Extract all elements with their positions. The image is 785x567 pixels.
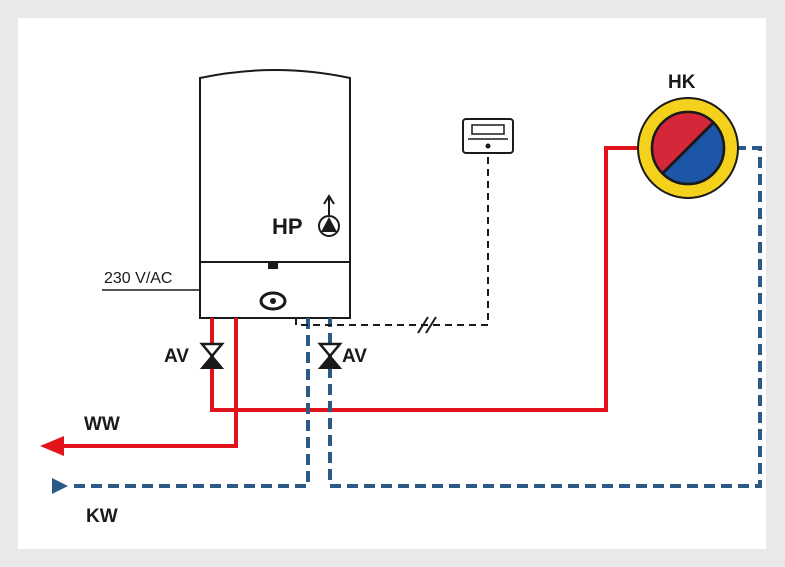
hot-water-line bbox=[62, 318, 238, 448]
valve-left-label: AV bbox=[164, 346, 189, 367]
cable-break-mark-2 bbox=[425, 316, 437, 334]
boiler-indicator bbox=[268, 262, 278, 269]
heating-circuit-icon[interactable] bbox=[637, 97, 739, 199]
cold-water-label: KW bbox=[86, 506, 118, 527]
top-band bbox=[0, 0, 785, 18]
cable-break-mark-1 bbox=[417, 316, 429, 334]
pump-icon bbox=[318, 194, 340, 237]
boiler-display-icon[interactable] bbox=[259, 291, 287, 311]
cold-water-line bbox=[70, 318, 310, 488]
cold-water-arrow bbox=[52, 478, 68, 494]
diagram-panel bbox=[18, 18, 766, 549]
valve-right-label: AV bbox=[342, 346, 367, 367]
control-cable bbox=[295, 152, 489, 326]
hot-water-arrow bbox=[40, 436, 64, 456]
shutoff-valve-icon[interactable] bbox=[317, 342, 343, 369]
hot-lines bbox=[62, 146, 640, 448]
heating-flow-line bbox=[210, 146, 640, 412]
voltage-label: 230 V/AC bbox=[104, 270, 173, 287]
boiler-body bbox=[199, 69, 351, 319]
heating-circuit-label: HK bbox=[668, 72, 696, 93]
thermostat-icon[interactable] bbox=[462, 118, 514, 154]
hot-water-label: WW bbox=[84, 414, 120, 435]
pump-label: HP bbox=[272, 214, 303, 239]
boiler-unit[interactable] bbox=[199, 69, 351, 319]
heating-return-line bbox=[328, 146, 762, 488]
cold-lines bbox=[70, 146, 762, 488]
shutoff-valve-icon[interactable] bbox=[199, 342, 225, 369]
